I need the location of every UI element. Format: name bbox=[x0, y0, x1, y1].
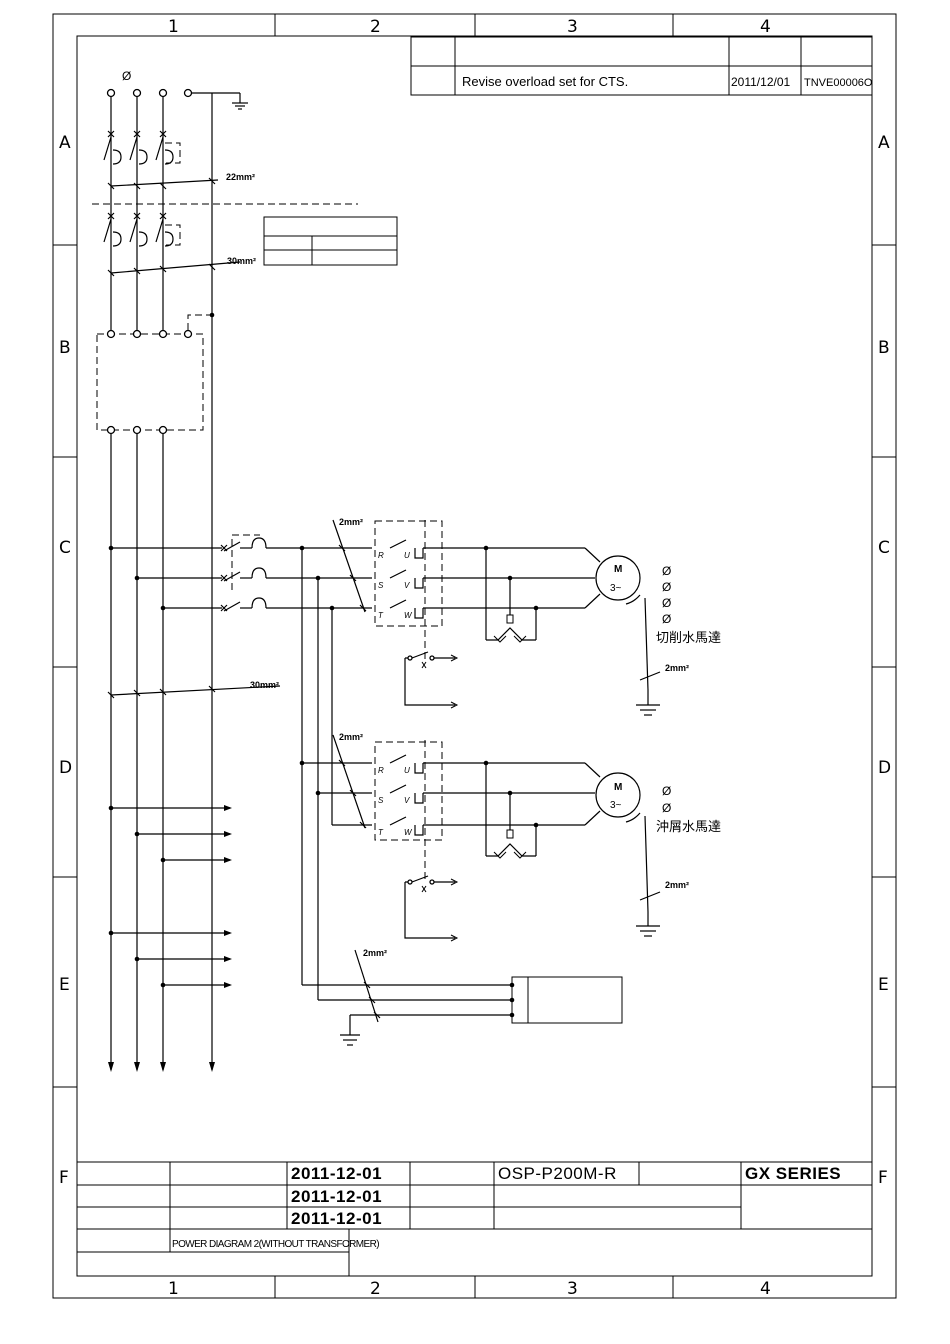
row-label-right-d: D bbox=[878, 758, 891, 778]
main-breaker-lower bbox=[104, 213, 240, 276]
title-model: OSP-P200M-R bbox=[498, 1164, 617, 1183]
motor1-contactor-in-s: S bbox=[378, 581, 384, 590]
row-label-right-e: E bbox=[878, 975, 889, 995]
row-label-right-b: B bbox=[878, 338, 890, 358]
row-label-right-f: F bbox=[878, 1168, 888, 1188]
title-date-2: 2011-12-01 bbox=[291, 1187, 382, 1206]
aux-device-feed bbox=[302, 950, 622, 1045]
motor1-contactor-in-t: T bbox=[378, 611, 384, 620]
col-label-top-2: 2 bbox=[370, 17, 381, 37]
col-label-top-1: 1 bbox=[168, 17, 179, 37]
wire-size-motor1-feed: 2mm² bbox=[339, 517, 363, 527]
motor1-phase-mark-4: Ø bbox=[662, 612, 671, 626]
motor1-contactor-out-v: V bbox=[404, 581, 410, 590]
col-label-bottom-2: 2 bbox=[370, 1279, 381, 1299]
row-label-left-f: F bbox=[59, 1168, 69, 1188]
col-label-top-3: 3 bbox=[567, 17, 578, 37]
motor1-contactor-in-r: R bbox=[378, 551, 384, 560]
wire-size-aux-feed: 2mm² bbox=[363, 948, 387, 958]
outgoing-taps bbox=[109, 805, 232, 988]
motor2-branch bbox=[300, 548, 660, 1000]
row-label-left-a: A bbox=[59, 133, 71, 153]
wire-size-motor2-ground: 2mm² bbox=[665, 880, 689, 890]
motor2-contactor-out-w: W bbox=[404, 828, 413, 837]
col-label-bottom-4: 4 bbox=[760, 1279, 771, 1299]
revision-description: Revise overload set for CTS. bbox=[462, 74, 628, 89]
motor1-label: 切削水馬達 bbox=[656, 631, 721, 646]
title-date-1: 2011-12-01 bbox=[291, 1164, 382, 1183]
motor2-phase-mark-1: Ø bbox=[662, 784, 671, 798]
supply-phase-mark: Ø bbox=[122, 69, 131, 83]
supply-terminals bbox=[108, 90, 249, 110]
motor1-phase-mark-2: Ø bbox=[662, 580, 671, 594]
spec-table bbox=[264, 217, 397, 265]
row-label-left-b: B bbox=[59, 338, 71, 358]
motor2-contactor-in-r: R bbox=[378, 766, 384, 775]
motor2-phase-mark-2: Ø bbox=[662, 801, 671, 815]
main-phase-bus bbox=[108, 93, 215, 1072]
col-label-bottom-1: 1 bbox=[168, 1279, 179, 1299]
filter-module bbox=[97, 313, 214, 434]
motor1-symbol: M bbox=[614, 564, 622, 575]
title-series: GX SERIES bbox=[745, 1164, 841, 1183]
row-label-right-c: C bbox=[878, 538, 890, 558]
wire-size-main-lower: 30mm² bbox=[227, 256, 256, 266]
motor1-phase-sub: 3~ bbox=[610, 583, 622, 594]
motor2-contactor-out-u: U bbox=[404, 766, 410, 775]
wire-size-branch: 30mm² bbox=[250, 680, 279, 690]
revision-ref: TNVE00006O bbox=[804, 77, 873, 89]
row-label-left-c: C bbox=[59, 538, 71, 558]
wire-size-motor2-feed: 2mm² bbox=[339, 732, 363, 742]
row-label-right-a: A bbox=[878, 133, 890, 153]
motor2-contactor-in-s: S bbox=[378, 796, 384, 805]
motor1-branch bbox=[109, 520, 660, 715]
motor2-contactor-in-t: T bbox=[378, 828, 384, 837]
col-label-top-4: 4 bbox=[760, 17, 771, 37]
row-label-left-d: D bbox=[59, 758, 72, 778]
title-drawing-name: POWER DIAGRAM 2(WITHOUT TRANSFORMER) bbox=[172, 1239, 379, 1250]
main-breaker-upper bbox=[104, 131, 218, 189]
motor1-phase-mark-1: Ø bbox=[662, 564, 671, 578]
wire-size-main-upper: 22mm² bbox=[226, 172, 255, 182]
col-label-bottom-3: 3 bbox=[567, 1279, 578, 1299]
revision-date: 2011/12/01 bbox=[731, 75, 790, 89]
drawing-frame bbox=[53, 14, 896, 1298]
motor1-contactor-out-w: W bbox=[404, 611, 413, 620]
motor2-symbol: M bbox=[614, 782, 622, 793]
motor1-phase-mark-3: Ø bbox=[662, 596, 671, 610]
wire-size-motor1-ground: 2mm² bbox=[665, 663, 689, 673]
motor2-contactor-out-v: V bbox=[404, 796, 410, 805]
motor2-phase-sub: 3~ bbox=[610, 800, 622, 811]
row-label-left-e: E bbox=[59, 975, 70, 995]
title-date-3: 2011-12-01 bbox=[291, 1209, 382, 1228]
motor2-label: 沖屑水馬達 bbox=[656, 820, 721, 835]
motor1-contactor-out-u: U bbox=[404, 551, 410, 560]
